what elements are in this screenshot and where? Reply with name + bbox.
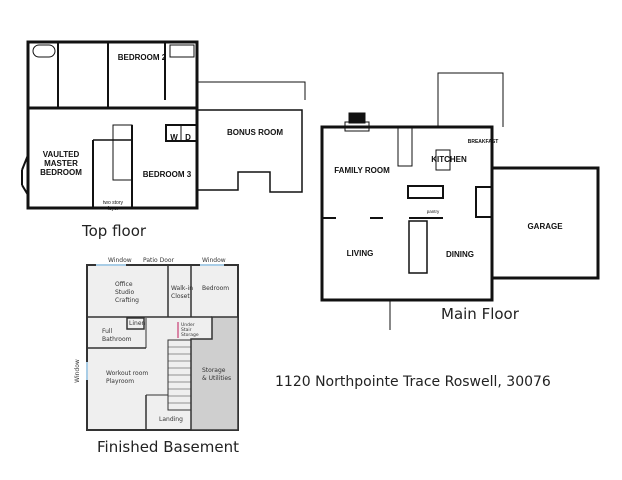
window-marker: [200, 264, 224, 266]
window-marker: [96, 264, 126, 266]
room-label-office: Office Studio Crafting: [115, 281, 139, 304]
basement-caption: Finished Basement: [97, 438, 239, 456]
room-label-foyer: two story foyer: [102, 200, 123, 212]
room-label-dining: DINING: [446, 250, 474, 259]
dryer-label: D: [185, 133, 191, 142]
basement-window-label: Window: [108, 257, 132, 264]
room-label-bedroom: Bedroom: [202, 285, 230, 292]
room-label-family-room: FAMILY ROOM: [334, 166, 390, 175]
room-label-garage: GARAGE: [527, 222, 563, 231]
room-label-workout-room: Workout room Playroom: [106, 370, 149, 385]
room-label-pantry: pantry: [426, 209, 440, 214]
main-floor-plan: [320, 72, 600, 330]
room-label-kitchen: KITCHEN: [431, 155, 467, 164]
room-label-bonus-room: BONUS ROOM: [227, 128, 283, 137]
top-floor-caption: Top floor: [82, 222, 147, 240]
basement-patio-door-label: Patio Door: [143, 257, 175, 264]
basement-plan: [86, 264, 239, 431]
room-label-walk-in-closet: Walk-in Closet: [171, 285, 194, 300]
window-marker: [86, 362, 88, 380]
room-label-breakfast: BREAKFAST: [467, 139, 499, 145]
room-label-bedroom-3: BEDROOM 3: [142, 170, 192, 179]
room-label-storage: Storage & Utilities: [202, 367, 232, 382]
washer-label: W: [170, 133, 178, 142]
room-label-full-bathroom: Full Bathroom: [102, 328, 132, 343]
basement-window-label: Window: [73, 359, 81, 383]
basement-window-label: Window: [202, 257, 226, 264]
room-label-landing: Landing: [159, 416, 183, 423]
address: 1120 Northpointe Trace Roswell, 30076: [275, 374, 551, 390]
room-label-bedroom-2: BEDROOM 2: [117, 53, 167, 62]
room-label-master-bedroom: VAULTED MASTER BEDROOM: [40, 150, 82, 177]
room-label-living: LIVING: [346, 249, 374, 258]
room-label-linen: Linen: [129, 320, 146, 327]
main-floor-caption: Main Floor: [441, 305, 519, 323]
top-floor-plan: [21, 40, 306, 210]
room-label-under-stair-storage: Under Stair Storage: [181, 323, 199, 338]
